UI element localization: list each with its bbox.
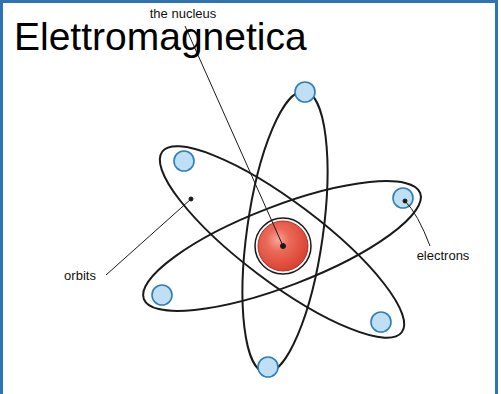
leader-lines bbox=[106, 26, 430, 275]
electrons bbox=[152, 82, 413, 377]
nucleus bbox=[255, 218, 311, 274]
orbit bbox=[129, 156, 434, 337]
part-label: orbits bbox=[63, 268, 97, 283]
orbit bbox=[228, 86, 343, 378]
part-label: electrons bbox=[416, 248, 471, 263]
orbit bbox=[138, 120, 426, 364]
part-label: the nucleus bbox=[149, 6, 218, 21]
